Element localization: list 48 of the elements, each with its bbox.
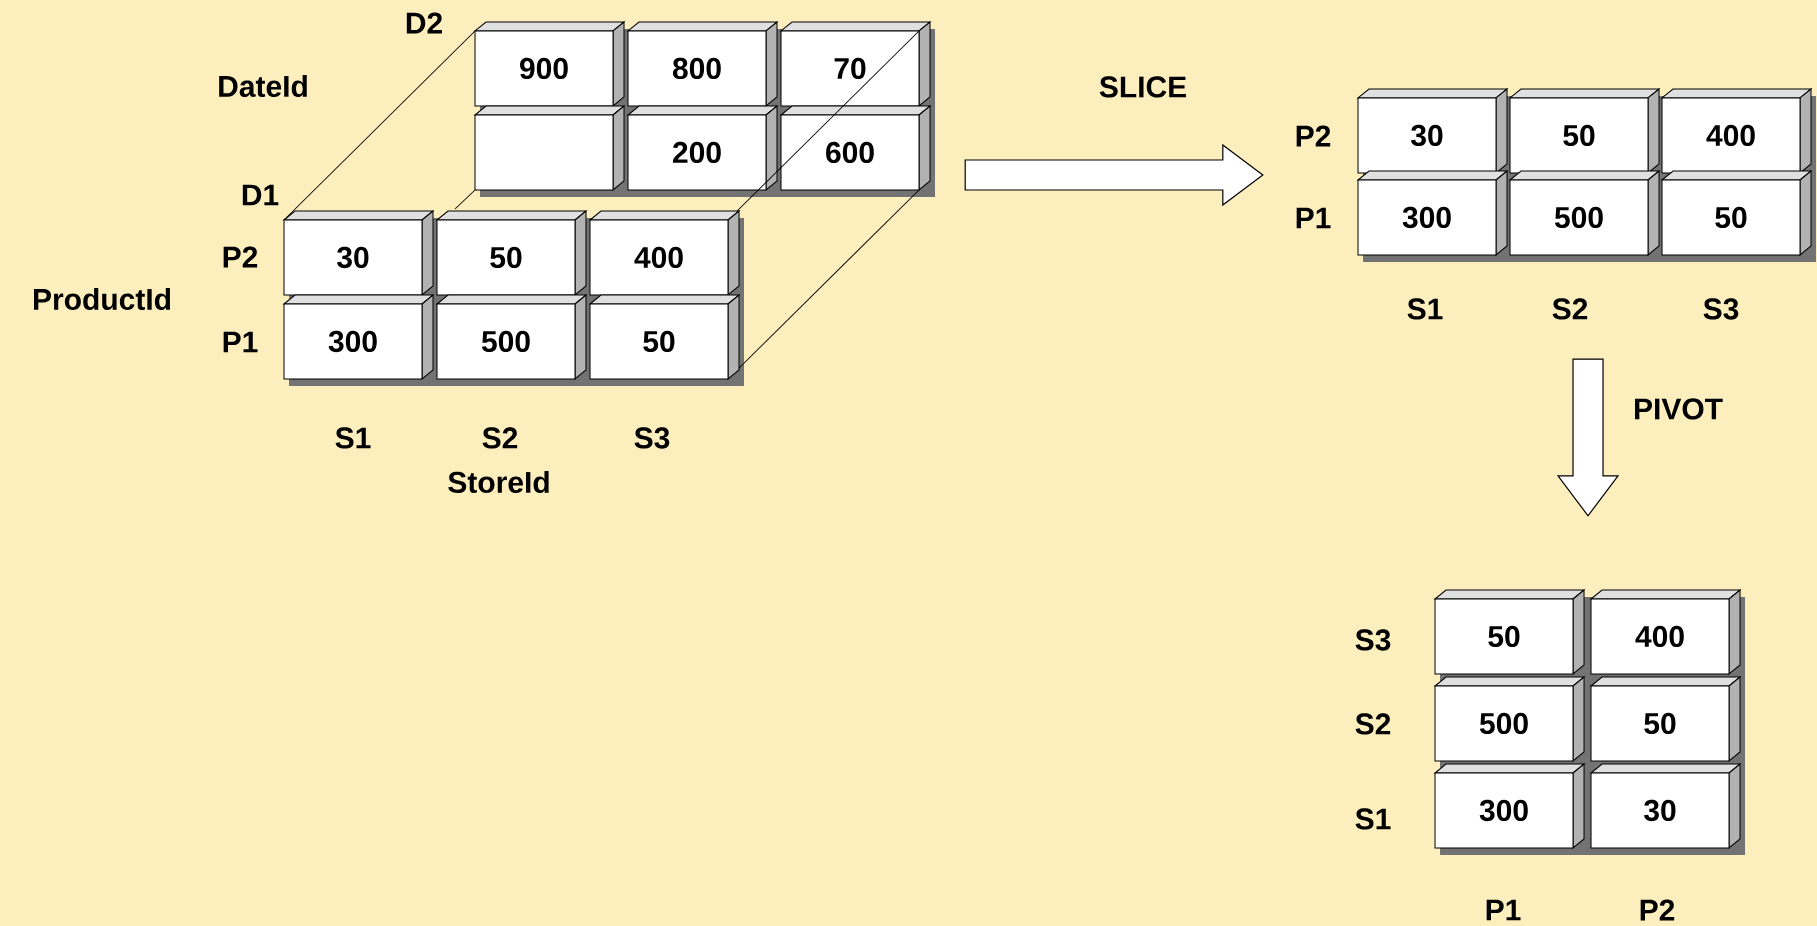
cube-cell: 50 [1590,676,1741,762]
axis-label: S2 [1552,298,1588,320]
cube-cell: 30 [283,210,434,296]
cube-cell: 50 [589,294,740,380]
cube-cell: 500 [1509,170,1660,256]
axis-label: S3 [1703,298,1739,320]
cube-cell [474,105,625,191]
axis-label: DateId [219,74,307,97]
axis-label: P2 [223,246,258,268]
cube-cell: 400 [1590,589,1741,675]
cube-cell: 50 [1509,88,1660,174]
axis-label: S3 [634,427,670,449]
axis-label: S1 [1407,298,1443,320]
cube-cell: 70 [780,21,931,107]
axis-label: D1 [242,184,279,206]
cube-cell: 50 [1434,589,1585,675]
edge-label: SLICE [1099,76,1186,98]
axis-label: P2 [1640,899,1675,921]
axis-label: S1 [1355,808,1391,830]
cube-cell: 50 [436,210,587,296]
cube-cell: 900 [474,21,625,107]
axis-label: P2 [1296,125,1331,147]
axis-label: ProductId [34,288,171,310]
cube-cell: 500 [436,294,587,380]
axis-label: S2 [482,427,518,449]
cube-cell: 300 [1434,763,1585,849]
cube-cell: 500 [1434,676,1585,762]
block-arrow [964,143,1264,207]
cube-cell: 30 [1357,88,1508,174]
block-arrow [1556,358,1620,517]
cube-cell: 200 [627,105,778,191]
cube-cell: 800 [627,21,778,107]
cube-cell: 300 [1357,170,1508,256]
axis-label: P1 [223,331,258,353]
cube-cell: 50 [1661,170,1812,256]
cube-cell: 600 [780,105,931,191]
cube-cell: 300 [283,294,434,380]
axis-label: P1 [1296,207,1331,229]
cube-cell: 400 [589,210,740,296]
cube-cell: 30 [1590,763,1741,849]
axis-label: S2 [1355,713,1391,735]
axis-label: P1 [1486,899,1521,921]
cube-cell: 400 [1661,88,1812,174]
axis-label: S3 [1355,629,1391,651]
axis-label: D2 [406,12,442,34]
edge-label: PIVOT [1635,398,1723,420]
axis-label: StoreId [448,471,549,493]
axis-label: S1 [335,427,371,449]
